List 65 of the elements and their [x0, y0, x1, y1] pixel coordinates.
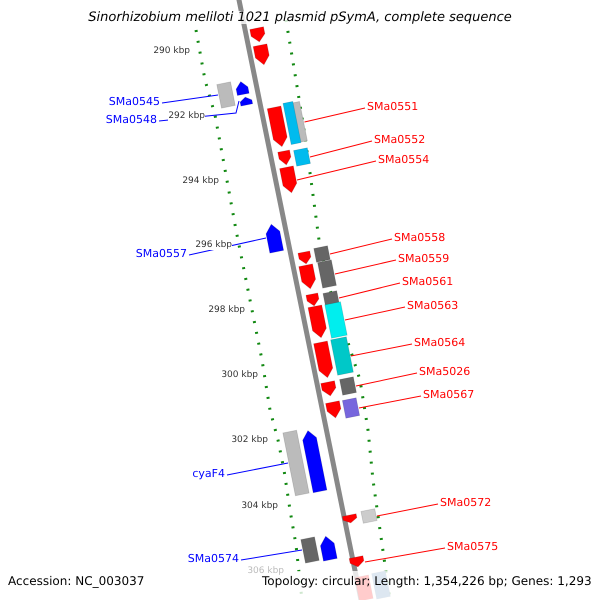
leader-line [330, 238, 392, 254]
leader-line [310, 140, 372, 158]
gene-pentagon [342, 513, 358, 524]
gene-pentagon [277, 149, 292, 166]
leader-line [296, 160, 376, 180]
leader-line [334, 260, 396, 274]
scale-label: 292 kbp [168, 112, 205, 120]
gene-block [313, 245, 331, 263]
gene-block [293, 147, 311, 167]
gene-label: SMa0548 [106, 114, 157, 124]
gene-pentagon [305, 292, 320, 306]
gene-label: SMa0564 [414, 336, 466, 348]
gene-pentagon [325, 400, 342, 418]
leader-line [344, 306, 406, 320]
gene-block [282, 430, 310, 496]
gene-block [300, 536, 320, 564]
scale-label: 296 kbp [195, 240, 232, 250]
gene-label: SMa0572 [440, 496, 492, 508]
gene-block [342, 397, 360, 419]
gene-pentagon [240, 96, 254, 107]
gene-block [330, 336, 354, 376]
gene-label: SMa0554 [378, 154, 430, 164]
gene-pentagon [348, 555, 364, 568]
gene-label: SMa0575 [447, 540, 498, 552]
leader-line [304, 108, 366, 122]
gene-block [282, 100, 302, 146]
gene-label: SMa0559 [398, 252, 450, 264]
gene-label: SMa0558 [394, 232, 446, 242]
gene-block [324, 301, 348, 339]
leader-line [226, 462, 288, 476]
gene-block [360, 508, 378, 524]
gene-pentagon [266, 224, 284, 254]
scale-label: 306 kbp [247, 566, 284, 576]
gene-pentagon [320, 536, 338, 562]
leader-line [376, 504, 438, 516]
gene-block [339, 376, 357, 396]
gene-pentagon [249, 26, 266, 42]
leader-line [358, 396, 422, 408]
gene-pentagon [302, 430, 328, 494]
gene-label: SMa0557 [136, 248, 187, 258]
gene-label: SMa0567 [423, 388, 474, 400]
gene-label: cyaF4 [192, 468, 225, 478]
leader-line [364, 548, 446, 562]
leader-line [350, 344, 412, 356]
scale-label: 298 kbp [208, 306, 245, 314]
leader-line [162, 94, 218, 104]
leader-line [338, 282, 400, 298]
gene-block [216, 81, 236, 109]
gene-label: SMa0561 [402, 276, 454, 286]
gene-label: SMa0552 [374, 134, 426, 144]
scale-label: 302 kbp [231, 436, 268, 444]
scale-label: 294 kbp [182, 176, 219, 186]
scale-label: 304 kbp [241, 502, 278, 510]
accession-text: Accession: NC_003037 [8, 575, 144, 587]
scale-label: 300 kbp [221, 370, 258, 380]
gene-label: SMa0551 [367, 100, 418, 112]
gene-label: SMa5026 [419, 366, 470, 376]
gene-label: SMa0563 [407, 300, 458, 310]
gene-label: SMa0574 [188, 552, 239, 564]
scale-label: 290 kbp [153, 46, 190, 56]
gene-pentagon [252, 43, 270, 66]
summary-text: Topology: circular; Length: 1,354,226 bp; Genes: 1,293 [262, 575, 592, 587]
gene-label: SMa0545 [108, 96, 160, 106]
leader-line [240, 550, 302, 560]
leader-line [356, 372, 418, 386]
